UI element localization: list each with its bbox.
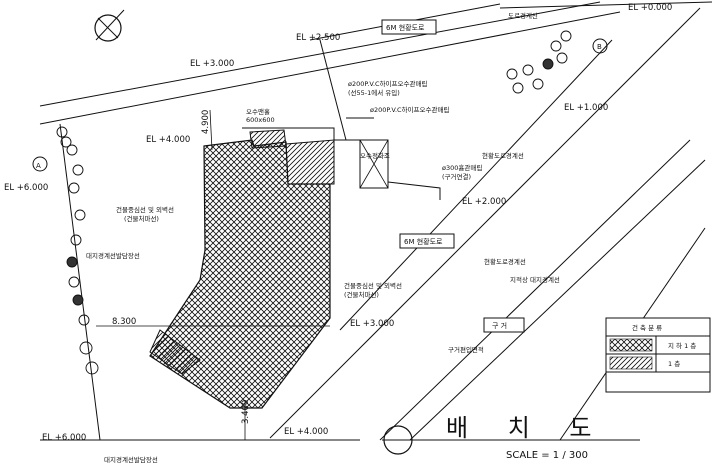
ditch-note: 구거편입면적	[448, 345, 484, 354]
pipe-lines	[242, 39, 441, 200]
tree-row-right	[506, 30, 572, 94]
septic-tank	[359, 139, 389, 189]
bldg-line-top-1: 건물중심선 및 외벽선	[116, 205, 174, 214]
pipe-3-line1: ø300흄관매립	[442, 163, 482, 172]
el-mid-right: EL +2.000	[462, 197, 506, 207]
el-lower-mid: EL +3.000	[350, 319, 394, 329]
site-boundary-bottom: 대지경계선발담장선	[104, 455, 158, 464]
legend-row-b1: 지 하 1 층	[668, 341, 696, 350]
legend-swatch-1f	[609, 356, 653, 370]
svg-text:A: A	[36, 162, 41, 170]
svg-text:6M 현황도로: 6M 현황도로	[386, 23, 425, 32]
sewer-box-label: 오수맨홀	[246, 107, 270, 116]
legend-table: 건 축 분 류 지 하 1 층 1 층	[605, 317, 711, 393]
road-boundary-top: 도로경계선	[508, 11, 538, 20]
septic-label: 오수정화조	[360, 151, 390, 160]
dim-3400: 3.400	[241, 400, 251, 424]
el-upper-left: EL +3.000	[190, 59, 234, 69]
pipe-2-label: ø200P.V.C하이프오수관매립	[370, 105, 449, 114]
svg-text:B: B	[597, 43, 602, 51]
pipe-1-line1: ø200P.V.C하이프오수관매립	[348, 79, 427, 88]
bldg-line-top-2: (건물처마선)	[124, 214, 159, 223]
site-boundary-lines	[269, 7, 706, 441]
building-footprint	[149, 129, 335, 409]
svg-text:구 거: 구 거	[492, 321, 507, 330]
road-6m-mid-label: 6M 현황도로	[399, 233, 455, 249]
el-building: EL +4.000	[146, 135, 190, 145]
marker-a: A	[32, 156, 48, 172]
drawing-scale: SCALE = 1 / 300	[506, 450, 588, 461]
site-boundary-mid: 지적상 대지경계선	[510, 275, 560, 284]
dim-4900: 4.900	[201, 110, 211, 134]
marker-b: B	[592, 38, 608, 54]
road-6m-top-label: 6M 현황도로	[381, 19, 437, 35]
el-top-mid: EL +2.500	[296, 33, 340, 43]
road-boundary-right: 현황도로경계선	[482, 151, 524, 160]
el-bottom-left: EL +6.000	[42, 433, 86, 443]
road-boundary-mid: 현황도로경계선	[484, 257, 526, 266]
bldg-line-bot-1: 건물중심선 및 외벽선	[344, 281, 402, 290]
dim-8300: 8.300	[112, 317, 136, 327]
legend-row-1f: 1 층	[668, 359, 680, 368]
bldg-line-bot-2: (건물처마선)	[344, 290, 379, 299]
title-circle-icon	[382, 425, 640, 455]
tree-row-left	[56, 126, 99, 375]
dimension-lines	[96, 109, 360, 441]
site-boundary-left: 대지경계선발담장선	[86, 251, 140, 260]
svg-text:6M 현황도로: 6M 현황도로	[404, 237, 443, 246]
el-left: EL +6.000	[4, 183, 48, 193]
legend-swatch-b1	[609, 338, 653, 352]
el-right-1: EL +1.000	[564, 103, 608, 113]
el-bottom-mid: EL +4.000	[284, 427, 328, 437]
sewer-box-size: 600x600	[246, 116, 275, 124]
legend-header: 건 축 분 류	[632, 323, 662, 332]
road-lines-top	[39, 1, 713, 125]
pipe-3-line2: (구거연결)	[442, 172, 471, 181]
ditch-label: 구 거	[483, 317, 525, 333]
drawing-title: 배 치 도	[446, 414, 608, 442]
el-top-right: EL +0.000	[628, 3, 672, 13]
north-arrow-icon	[94, 9, 125, 42]
pipe-1-line2: (선55-1에서 유입)	[348, 88, 400, 97]
